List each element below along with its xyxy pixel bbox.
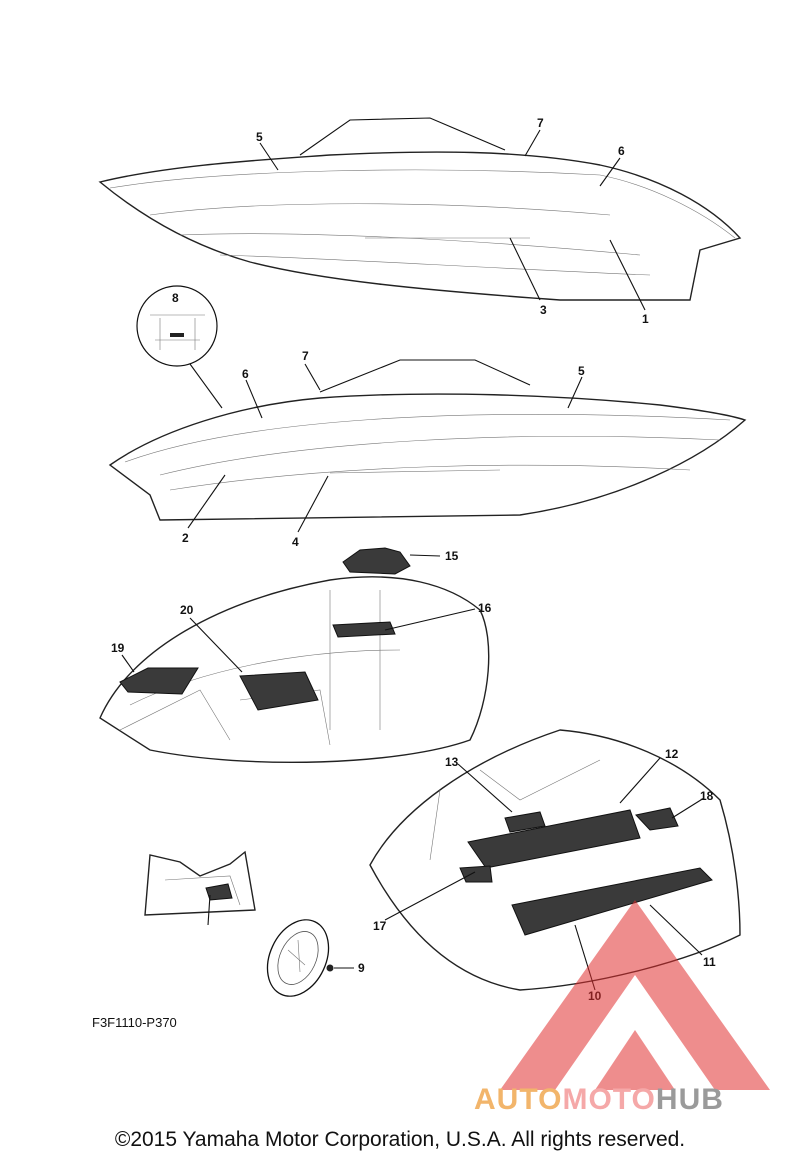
boat-side-view-bottom [108,359,747,533]
callout-17: 18 [700,789,714,803]
interior-bow-view [99,547,490,764]
callout-16: 17 [373,919,387,933]
callout-6b: 6 [242,367,249,381]
callout-14: 15 [445,549,459,563]
callout-13: 13 [445,755,459,769]
callout-5b: 5 [578,364,585,378]
callout-6: 6 [618,144,625,158]
diagram-code: F3F1110-P370 [92,1015,177,1030]
callout-8: 8 [172,291,179,305]
console-detail [144,850,256,926]
watermark-text: AUTOMOTOHUB [474,1083,724,1116]
steering-wheel [266,919,354,997]
callout-7: 7 [537,116,544,130]
callout-7b: 7 [302,349,309,363]
callout-4: 4 [292,535,299,549]
callout-19: 20 [180,603,194,617]
callout-2: 2 [182,531,189,545]
callout-15: 16 [478,601,492,615]
callout-5: 5 [256,130,263,144]
callout-12: 12 [665,747,679,761]
automotohub-logo-icon [500,900,770,1090]
callout-18: 19 [111,641,125,655]
callout-3: 3 [540,303,547,317]
copyright-notice: ©2015 Yamaha Motor Corporation, U.S.A. A… [114,1128,686,1151]
callout-9: 9 [358,961,365,975]
detail-circle-8 [136,285,223,409]
boat-side-view-top [98,117,742,311]
callout-1: 1 [642,312,649,326]
callout-11: 11 [703,955,716,969]
